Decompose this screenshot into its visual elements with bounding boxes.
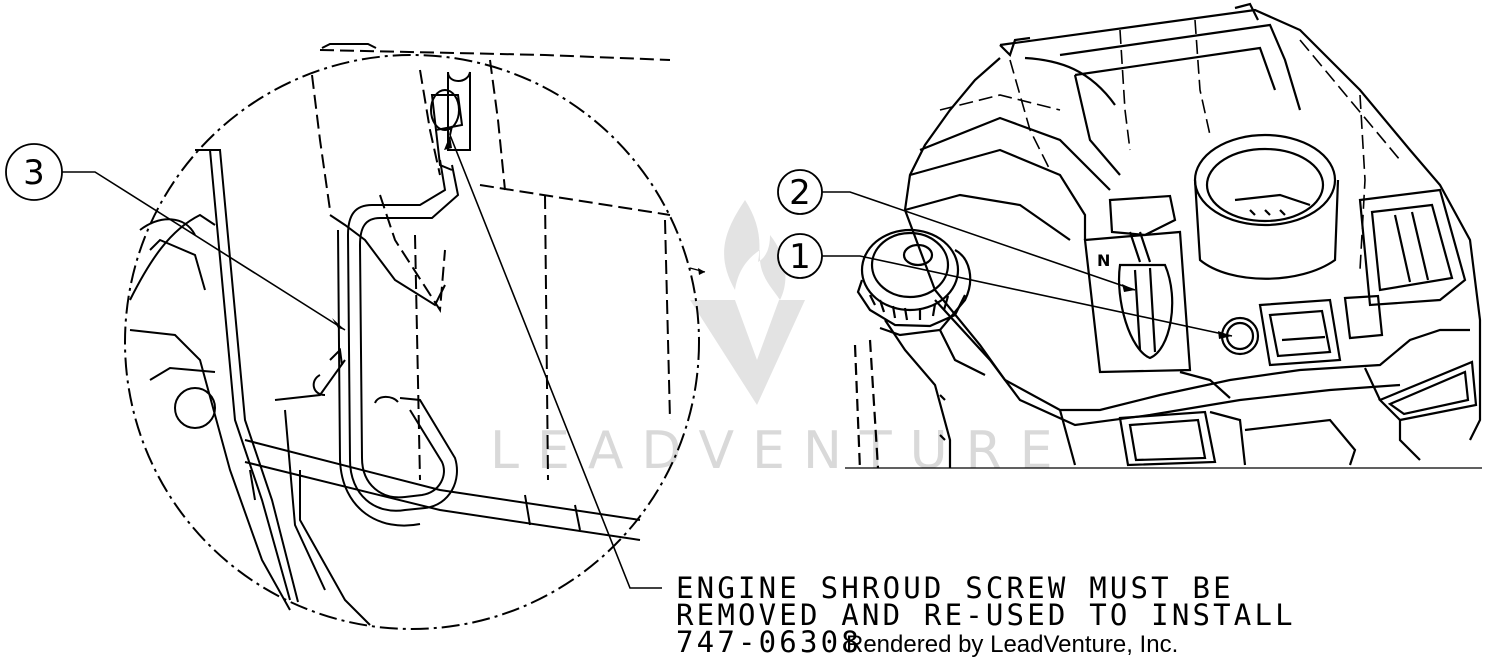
shift-lever — [1083, 194, 1192, 374]
note-line-2: REMOVED AND RE-USED TO INSTALL — [676, 598, 1296, 632]
render-credit: Rendered by LeadVenture, Inc. — [846, 631, 1178, 658]
throttle-knob — [856, 228, 986, 468]
shroud-panel — [311, 49, 671, 481]
shroud-screw — [430, 71, 471, 171]
detail-view — [124, 43, 700, 630]
detail-circle — [124, 54, 700, 630]
wire-rod — [337, 159, 460, 527]
console-hidden-lines — [939, 19, 1401, 271]
support-leg — [853, 339, 880, 471]
shroud-edge — [329, 214, 446, 307]
callout-1: 1 — [777, 233, 823, 279]
callout-3: 3 — [5, 143, 63, 201]
mount-bracket — [274, 347, 371, 626]
right-pocket — [1358, 188, 1467, 307]
leader-lines — [62, 125, 1233, 589]
watermark-logo — [690, 200, 805, 405]
cup-holder — [1193, 133, 1340, 280]
callout-2: 2 — [777, 169, 823, 215]
console-view: N — [853, 2, 1482, 471]
note-line-3: 747-06308 — [676, 625, 862, 659]
console-shell — [999, 8, 1482, 441]
frame-left — [129, 149, 299, 611]
leader-2 — [822, 191, 1136, 291]
callout-2-label: 2 — [789, 173, 811, 213]
watermark: LEADVENTURE — [490, 200, 1071, 481]
frame-bolt-hole — [174, 387, 216, 429]
leader-note — [449, 134, 662, 589]
leader-1 — [822, 255, 1233, 337]
rocker-switch — [1258, 294, 1384, 367]
console-face — [903, 209, 1470, 412]
callout-1-label: 1 — [789, 237, 811, 277]
note-line-1: ENGINE SHROUD SCREW MUST BE — [676, 571, 1234, 605]
leader-3 — [62, 171, 346, 331]
callout-3-label: 3 — [23, 153, 45, 193]
watermark-text: LEADVENTURE — [490, 421, 1071, 481]
shift-label-n: N — [1097, 251, 1110, 270]
lower-panels — [1058, 360, 1478, 467]
top-clip — [321, 43, 377, 49]
cable — [244, 439, 641, 541]
install-note: ENGINE SHROUD SCREW MUST BE REMOVED AND … — [676, 571, 1296, 659]
